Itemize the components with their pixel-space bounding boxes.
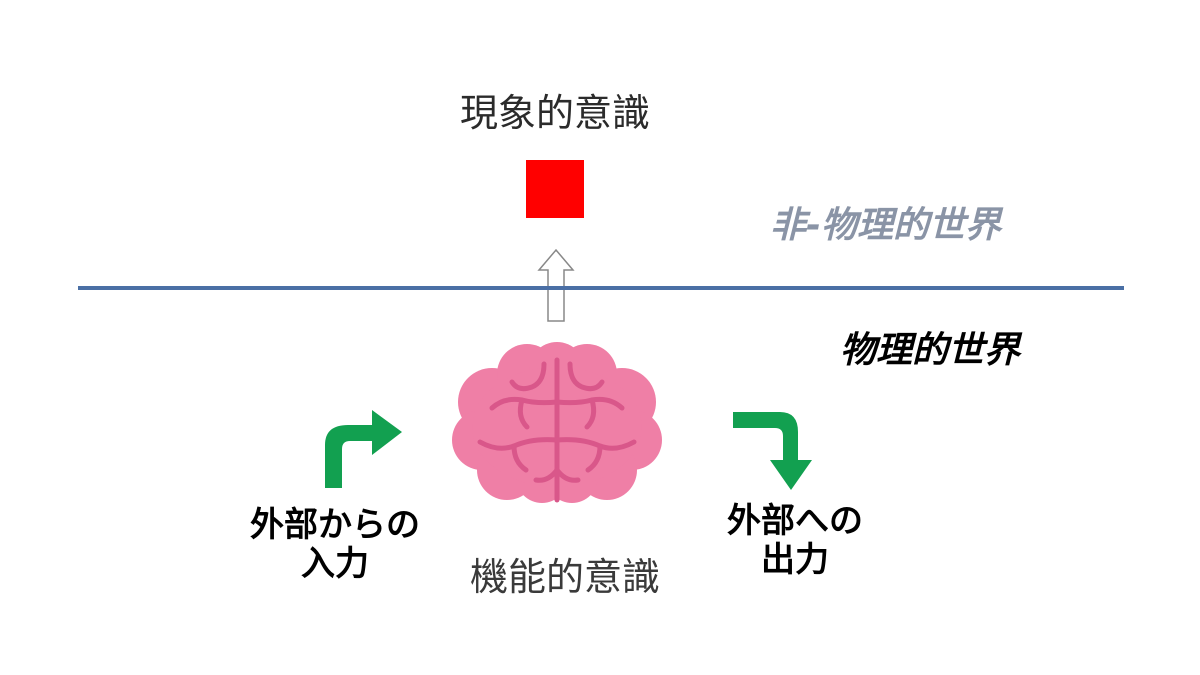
external-output-label: 外部への 出力 — [690, 501, 900, 581]
brain-icon — [452, 342, 662, 503]
red-square-icon — [526, 160, 584, 218]
world-divider-line — [78, 286, 1124, 290]
hollow-up-arrow-icon — [537, 248, 575, 322]
output-arrow-shape — [733, 412, 812, 490]
input-label-line2: 入力 — [301, 544, 369, 585]
hollow-up-arrow-shape — [537, 248, 575, 322]
green-turn-right-arrow-icon — [325, 410, 402, 488]
output-label-line2: 出力 — [761, 540, 829, 581]
phenomenal-consciousness-label: 現象的意識 — [459, 91, 650, 135]
external-input-label: 外部からの 入力 — [205, 505, 465, 585]
non-physical-world-label: 非-物理的世界 — [770, 205, 1001, 246]
input-arrow-shape — [325, 410, 402, 488]
functional-consciousness-label: 機能的意識 — [469, 555, 660, 599]
physical-world-label: 物理的世界 — [840, 330, 1021, 371]
input-label-line1: 外部からの — [250, 505, 420, 545]
green-turn-down-arrow-icon — [733, 412, 812, 490]
output-label-line1: 外部への — [727, 501, 863, 541]
red-square-shape — [526, 160, 584, 218]
